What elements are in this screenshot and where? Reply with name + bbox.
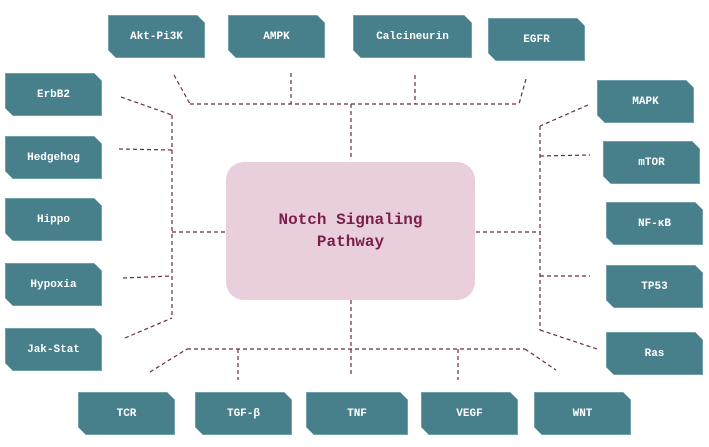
node-ampk[interactable]: AMPK	[228, 15, 325, 58]
node-egfr[interactable]: EGFR	[488, 18, 585, 61]
node-ras[interactable]: Ras	[606, 332, 703, 375]
node-nf-kb[interactable]: NF-κB	[606, 202, 703, 245]
center-title: Notch Signaling Pathway	[278, 211, 423, 251]
connector-tcr	[149, 348, 188, 373]
node-vegf[interactable]: VEGF	[421, 392, 518, 435]
node-tcr[interactable]: TCR	[78, 392, 175, 435]
node-tp53[interactable]: TP53	[606, 265, 703, 308]
connector-akt	[173, 74, 191, 105]
node-hedgehog[interactable]: Hedgehog	[5, 136, 102, 179]
node-mapk[interactable]: MAPK	[597, 80, 694, 123]
node-calcineurin[interactable]: Calcineurin	[353, 15, 472, 58]
connector-ras	[539, 329, 598, 350]
connector-hedgehog	[118, 148, 173, 151]
node-erbb2[interactable]: ErbB2	[5, 73, 102, 116]
node-mtor[interactable]: mTOR	[603, 141, 700, 184]
node-tnf[interactable]: TNF	[306, 392, 408, 435]
connector-hypoxia	[122, 275, 173, 279]
connector-erbb2	[120, 96, 173, 116]
node-akt-pi3k[interactable]: Akt-Pi3K	[108, 15, 205, 58]
node-jak-stat[interactable]: Jak-Stat	[5, 328, 102, 371]
connector-wnt	[524, 348, 557, 371]
connector-egfr	[518, 78, 527, 105]
node-wnt[interactable]: WNT	[534, 392, 631, 435]
node-hippo[interactable]: Hippo	[5, 198, 102, 241]
connector-mtor	[539, 154, 591, 157]
node-hypoxia[interactable]: Hypoxia	[5, 263, 102, 306]
connector-mapk	[539, 104, 589, 127]
node-tgf-beta[interactable]: TGF-β	[195, 392, 292, 435]
connector-jakstat	[124, 317, 173, 339]
center-node[interactable]: Notch Signaling Pathway	[226, 162, 475, 300]
